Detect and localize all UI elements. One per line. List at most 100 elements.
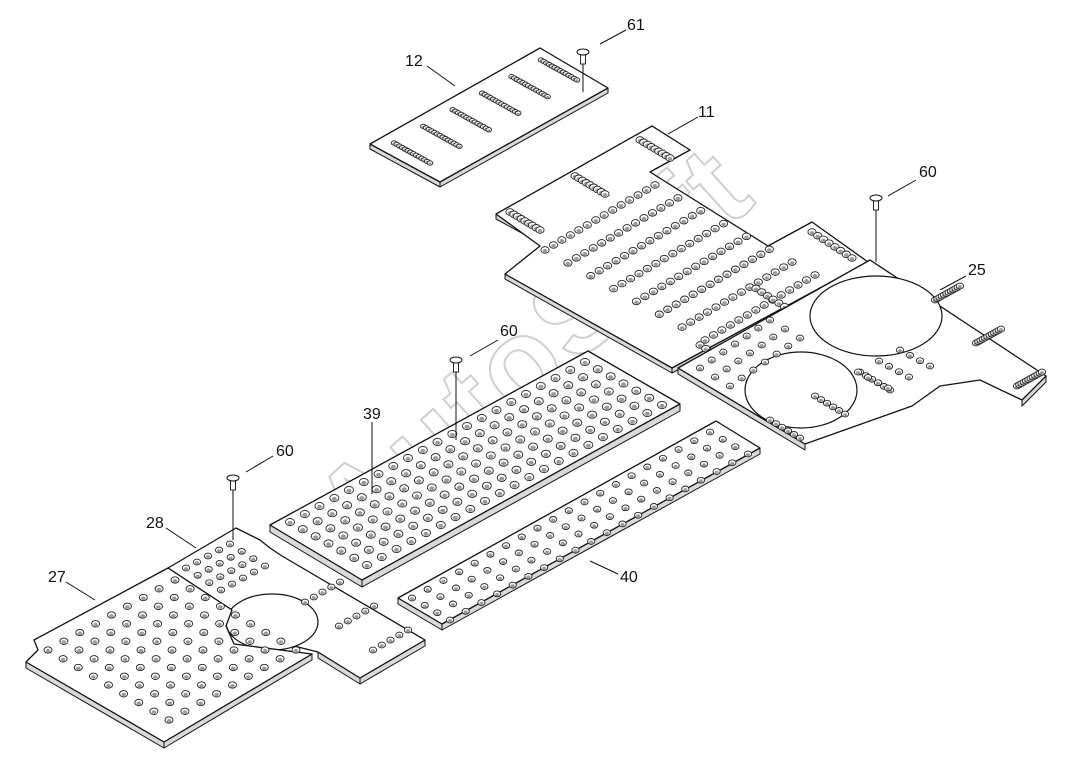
perforation-hole-inner [77,631,83,636]
perforation-hole-inner [488,454,494,459]
perforation-hole-inner [958,285,962,289]
perforation-hole-inner [215,657,221,662]
perforation-hole-inner [608,375,614,380]
perforation-hole-inner [722,301,727,305]
perforation-hole-inner [61,640,67,644]
perforation-hole-inner [721,222,726,227]
perforation-hole-inner [688,321,693,325]
perforation-hole-inner [645,267,650,272]
perforation-hole-inner [695,237,701,242]
perforation-hole-inner [431,471,437,476]
perforation-hole-inner [513,568,518,572]
perforation-hole-inner [560,541,565,546]
perforation-hole-inner [536,400,542,405]
perforation-hole-inner [200,666,205,671]
perforation-hole-inner [739,377,744,381]
perforation-hole-inner [774,422,778,426]
perforation-hole-inner [252,571,256,575]
perforation-hole-inner [206,555,210,559]
perforation-hole-inner [724,368,729,372]
perforation-hole-inner [406,629,410,633]
perforation-hole-inner [702,339,708,343]
perforation-hole-inner [170,631,176,636]
perforation-hole-inner [374,488,380,493]
perforation-hole-inner [169,666,174,671]
perforation-hole-inner [167,701,173,706]
perforation-hole-inner [589,540,594,544]
callout-61: 61 [627,17,645,34]
perforation-hole-inner [624,226,630,231]
perforation-hole-inner [106,684,111,688]
perforation-hole-inner [484,484,490,489]
perforation-hole-inner [702,463,706,467]
perforation-hole-inner [699,288,704,292]
perforation-hole-inner [136,701,142,706]
perforation-hole-inner [758,253,764,257]
perforation-hole-inner [593,219,599,223]
perforation-hole-inner [217,562,222,566]
perforation-hole-inner [587,428,593,433]
perforation-hole-inner [733,343,737,347]
perforation-hole-inner [567,368,573,373]
perforation-hole-inner [662,257,667,262]
perforation-hole-inner [626,490,631,495]
perforation-hole-inner [320,591,325,595]
perforation-hole-inner [644,189,649,193]
perforation-hole-inner [759,291,764,295]
perforation-hole-inner [652,184,658,188]
perforation-hole-inner [124,622,129,627]
plate-28-holes-right [300,578,413,654]
perforation-hole-inner [768,419,772,423]
perforation-hole-inner [667,157,673,161]
perforation-hole-inner [195,561,199,565]
perforation-hole-inner [819,398,823,402]
perforation-hole-inner [629,474,634,478]
perforation-hole-inner [580,376,586,381]
perforation-hole-inner [668,280,673,285]
perforation-hole-inner [542,249,548,253]
perforation-hole-inner [713,376,717,380]
perforation-hole-inner [423,531,429,536]
perforation-hole-inner [767,248,772,252]
perforation-hole-inner [764,276,770,280]
perforation-hole-inner [650,211,655,216]
perforation-hole-inner [713,306,719,310]
perforation-hole-inner [169,649,175,653]
perforation-hole-inner [601,214,607,218]
perforation-hole-inner [388,480,394,485]
perforation-hole-inner [786,429,790,434]
perforation-hole-inner [826,242,832,246]
callout-27: 27 [48,569,66,586]
perforation-hole-inner [337,625,341,629]
perforation-hole-inner [473,462,479,467]
perforation-hole-inner [153,675,158,679]
perforation-hole-inner [751,369,756,373]
plate-27 [25,567,313,749]
perforation-hole-inner [472,562,477,566]
perforation-hole-inner [610,209,615,213]
perforation-hole-inner [635,194,641,198]
perforation-hole-inner [172,579,178,583]
perforation-hole-inner [185,640,191,644]
perforation-hole-inner [556,459,562,464]
perforation-hole-inner [351,556,357,561]
perforation-hole-inner [999,328,1003,332]
perforation-hole-inner [545,437,551,442]
perforation-hole-inner [202,614,207,618]
perforation-hole-inner [342,519,348,524]
perforation-hole-inner [709,359,714,363]
perforation-hole-inner [187,605,192,609]
perforation-hole-inner [565,261,571,266]
perforation-hole-inner [200,649,206,653]
callout-11: 11 [698,104,715,121]
perforation-hole-inner [566,509,571,513]
perforation-hole-inner [230,684,235,688]
perforation-hole-inner [218,605,223,609]
perforation-hole-inner [721,351,726,355]
perforation-hole-inner [214,692,219,697]
perforation-hole-inner [596,269,602,274]
perforation-hole-inner [572,436,578,441]
perforation-hole-inner [683,488,688,492]
perforation-hole-inner [628,277,633,282]
